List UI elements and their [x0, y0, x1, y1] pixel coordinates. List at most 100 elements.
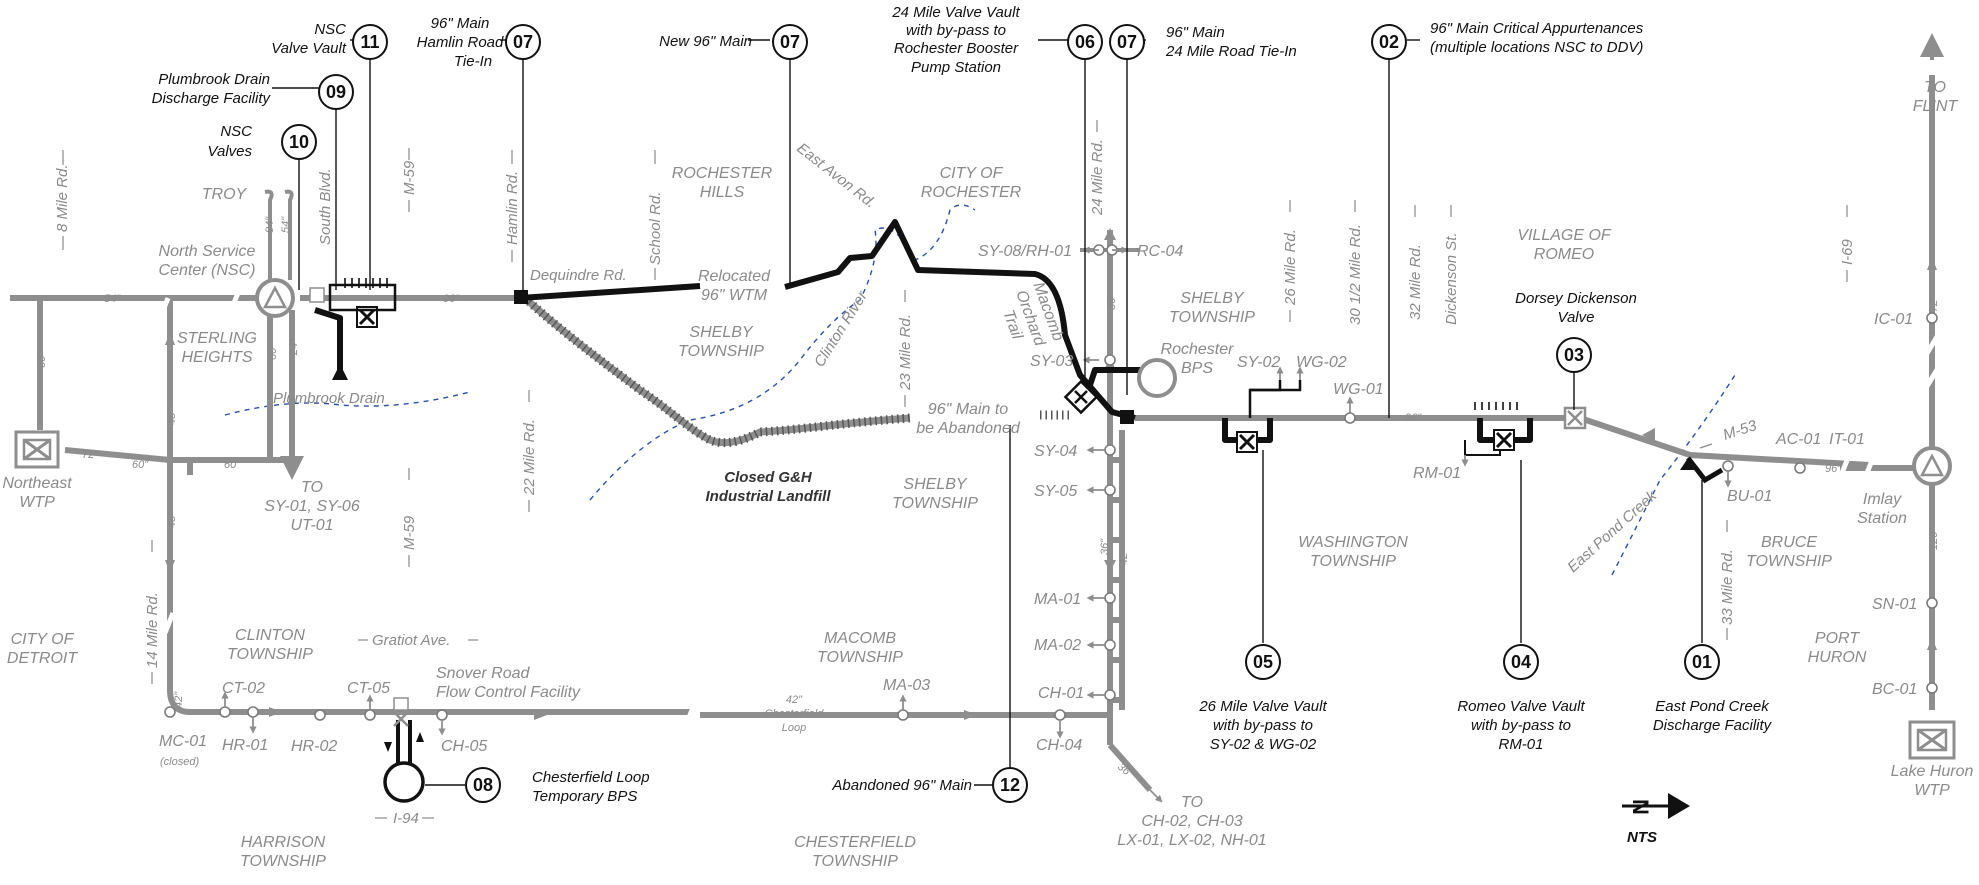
- area-troy: TROY: [202, 186, 248, 203]
- callout-11[interactable]: 11: [352, 24, 388, 60]
- svg-text:07: 07: [513, 32, 533, 52]
- callout-02-label: 96" Main Critical Appurtenances(multiple…: [1430, 20, 1644, 56]
- svg-text:IC-01: IC-01: [1874, 311, 1913, 328]
- svg-text:72": 72": [1928, 295, 1940, 312]
- callout-02[interactable]: 02: [1371, 24, 1407, 60]
- road-clinton-river: Clinton River: [811, 287, 871, 370]
- callout-07-new-label: New 96" Main: [659, 33, 752, 50]
- svg-text:60": 60": [36, 351, 48, 368]
- callout-08[interactable]: 08: [465, 767, 501, 803]
- callout-06[interactable]: 06: [1067, 24, 1103, 60]
- svg-text:SY-03: SY-03: [1030, 353, 1073, 370]
- road-east-avon: East Avon Rd.: [794, 140, 879, 212]
- svg-text:07: 07: [780, 32, 800, 52]
- road-dequindre: Dequindre Rd.: [530, 267, 627, 284]
- road-23-mile: 23 Mile Rd.: [897, 314, 914, 391]
- road-east-pond-creek: East Pond Creek: [1564, 486, 1661, 576]
- callout-circles: 11 07 09 10 07 06 07 02 03 05 04 01 08 1…: [281, 24, 1720, 803]
- svg-text:96": 96": [443, 293, 460, 305]
- road-8-mile: 8 Mile Rd.: [54, 164, 71, 232]
- svg-text:CH-01: CH-01: [1038, 685, 1084, 702]
- svg-text:AC-01: AC-01: [1775, 431, 1821, 448]
- road-hamlin: Hamlin Rd.: [504, 171, 521, 245]
- svg-text:MA-01: MA-01: [1034, 591, 1081, 608]
- svg-text:SY-08/RH-01: SY-08/RH-01: [978, 243, 1072, 260]
- vault-hatching: [328, 278, 1518, 410]
- svg-text:60": 60": [267, 343, 279, 360]
- temp-bps: [383, 720, 425, 803]
- svg-text:05: 05: [1253, 652, 1273, 672]
- callout-07-new[interactable]: 07: [772, 24, 808, 60]
- svg-text:CT-02: CT-02: [222, 680, 265, 697]
- road-26-mile: 26 Mile Rd.: [1282, 229, 1299, 306]
- svg-text:42": 42": [173, 691, 185, 708]
- callout-09[interactable]: 09: [318, 74, 354, 110]
- svg-text:BU-01: BU-01: [1727, 488, 1772, 505]
- svg-text:01: 01: [1692, 652, 1712, 672]
- callout-12-label: Abandoned 96" Main: [831, 777, 972, 794]
- svg-text:MA-02: MA-02: [1034, 637, 1081, 654]
- callout-07-hamlin[interactable]: 07: [505, 24, 541, 60]
- road-dickenson: Dickenson St.: [1443, 232, 1460, 325]
- svg-text:04: 04: [1511, 652, 1531, 672]
- north-glyph: N: [1628, 799, 1653, 815]
- svg-text:54": 54": [104, 293, 121, 305]
- svg-text:HR-01: HR-01: [222, 737, 268, 754]
- callout-10[interactable]: 10: [281, 124, 317, 160]
- road-m59-bottom: M-59: [401, 515, 418, 550]
- nts-label: NTS: [1627, 829, 1657, 846]
- road-22-mile: 22 Mile Rd.: [521, 419, 538, 496]
- abandoned-main: [521, 294, 1072, 448]
- service-point-labels: SY-08/RH-01 RC-04 SY-03 SY-02 WG-02 WG-0…: [159, 243, 1917, 768]
- svg-text:96": 96": [1405, 412, 1422, 424]
- callout-07-24mile[interactable]: 07: [1109, 24, 1145, 60]
- svg-text:02: 02: [1379, 32, 1399, 52]
- svg-text:08: 08: [473, 775, 493, 795]
- callout-05[interactable]: 05: [1245, 644, 1281, 680]
- road-m53: M-53: [1721, 417, 1759, 444]
- svg-text:SY-04: SY-04: [1034, 443, 1077, 460]
- road-south-blvd: South Blvd.: [317, 168, 334, 245]
- svg-text:96": 96": [1825, 463, 1842, 475]
- callout-04[interactable]: 04: [1503, 644, 1539, 680]
- svg-text:60": 60": [224, 459, 241, 471]
- waterways: [224, 204, 1736, 576]
- road-gratiot: Gratiot Ave.: [372, 632, 450, 649]
- callout-12[interactable]: 12: [992, 767, 1028, 803]
- callout-01[interactable]: 01: [1684, 644, 1720, 680]
- svg-text:09: 09: [326, 82, 346, 102]
- road-24-mile: 24 Mile Rd.: [1089, 139, 1106, 216]
- road-tick-marks: [62, 120, 1848, 819]
- callout-03[interactable]: 03: [1556, 337, 1592, 373]
- svg-text:HR-02: HR-02: [291, 738, 337, 755]
- svg-text:03: 03: [1564, 345, 1584, 365]
- road-32-mile: 32 Mile Rd.: [1407, 244, 1424, 320]
- pipe-size-labels: 54" 96" 96" 96" 60" 72" 60" 60" 48" 48" …: [36, 216, 1940, 781]
- svg-text:48": 48": [166, 408, 178, 425]
